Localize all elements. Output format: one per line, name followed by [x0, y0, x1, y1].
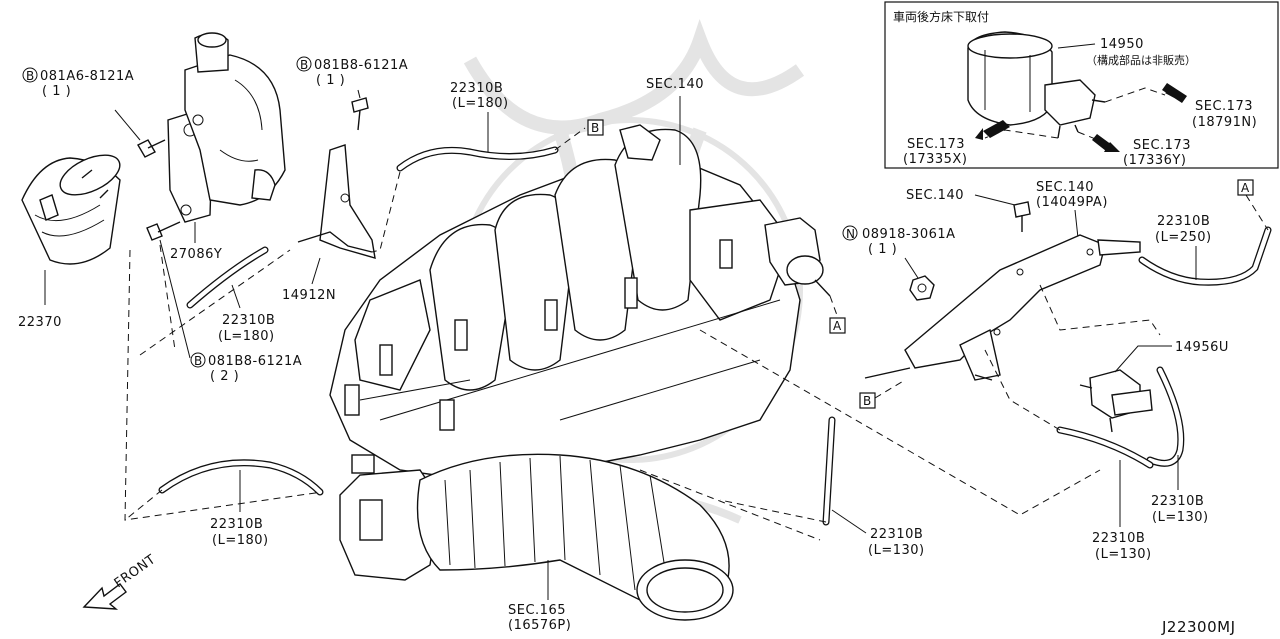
bolt-icon: B [22, 67, 38, 83]
nut-icon: N [842, 225, 858, 241]
nut-prefix-n: N [846, 227, 855, 241]
sec173-a-ref: (18791N) [1192, 115, 1257, 130]
arrow-icon [1092, 134, 1120, 152]
hose-r130b-len: (L=130) [1095, 547, 1152, 562]
sec173-b: SEC.173 [907, 137, 965, 152]
ref-box-a-right [1237, 179, 1254, 196]
hose-right-250 [1138, 226, 1272, 286]
hose-r130b [1056, 426, 1154, 469]
bolt-prefix-b: B [26, 69, 34, 83]
hose-left [186, 246, 269, 309]
canister-14950 [967, 31, 1106, 139]
nut-08918 [909, 275, 935, 301]
sec140-bracket: SEC.140 [1036, 180, 1094, 195]
bolt-081a6-qty: ( 1 ) [42, 84, 71, 99]
hose-right-len: (L=250) [1155, 230, 1212, 245]
hose-r130a [1146, 366, 1185, 467]
sec173-c-ref: (17336Y) [1123, 153, 1186, 168]
sec165-ref: (16576P) [508, 618, 571, 633]
part-27086y: 27086Y [170, 247, 222, 262]
ref-b-right: B [863, 394, 871, 408]
throttle-body [339, 454, 441, 581]
hose-right-part: 22310B [1157, 214, 1210, 229]
inset-title: 車両後方床下取付 [893, 9, 989, 24]
bolt-icon: B [190, 352, 206, 368]
hose-bottom-len: (L=180) [212, 533, 269, 548]
nut-08918-code: 08918-3061A [862, 227, 956, 242]
intake-duct-sec165 [416, 453, 734, 621]
bolt-081b8-1-code: 081B8-6121A [314, 58, 408, 73]
diagram-code: J22300MJ [1161, 618, 1236, 636]
bolt-icon: B [296, 56, 312, 72]
part-14950: 14950 [1100, 37, 1144, 52]
sec140-bracket-ref: (14049PA) [1036, 195, 1108, 210]
inset-panel: 車両後方床下取付 14950 （構成部品は非販売） SEC.173 (18791… [884, 1, 1279, 169]
solenoid-22370 [21, 154, 121, 265]
front-label: FRONT [112, 552, 159, 591]
sec173-b-ref: (17335X) [903, 152, 967, 167]
sec140-bolt: SEC.140 [906, 188, 964, 203]
front-arrow-icon [82, 583, 127, 610]
intake-manifold [329, 124, 801, 481]
hose-bottom [158, 459, 324, 496]
sec165: SEC.165 [508, 603, 566, 618]
hose-top-part: 22310B [450, 81, 503, 96]
hose-mid130-len: (L=130) [868, 543, 925, 558]
hose-top-len: (L=180) [452, 96, 509, 111]
solenoid-14956u [1079, 369, 1153, 433]
bolt-081b8-2-code: 081B8-6121A [208, 354, 302, 369]
nut-08918-qty: ( 1 ) [868, 242, 897, 257]
ref-b-top: B [591, 121, 599, 135]
ref-box-b-right [859, 392, 876, 409]
hose-r130a-part: 22310B [1151, 494, 1204, 509]
bolt-081a6-code: 081A6-8121A [40, 69, 134, 84]
arrow-icon [975, 120, 1010, 140]
arrow-icon [1162, 83, 1187, 103]
hose-left-len: (L=180) [218, 329, 275, 344]
bracket-14912n [297, 144, 376, 259]
bracket-14049pa [864, 234, 1141, 381]
ref-a-mid: A [833, 319, 842, 333]
part-14912n: 14912N [282, 288, 336, 303]
sec173-a: SEC.173 [1195, 99, 1253, 114]
ref-box-a-mid [829, 317, 846, 334]
hose-mid-130 [822, 416, 836, 526]
bolt-081b8-2-qty: ( 2 ) [210, 369, 239, 384]
ref-box-b-top [587, 119, 604, 136]
ref-a-right: A [1241, 181, 1250, 195]
hose-r130a-len: (L=130) [1152, 510, 1209, 525]
bolt-sec140 [1013, 201, 1031, 232]
vacuum-actuator [764, 217, 831, 297]
bolt-081b8-1-qty: ( 1 ) [316, 73, 345, 88]
bolt-prefix-b: B [194, 354, 202, 368]
bolt-081b8-lower [146, 221, 181, 241]
hose-top [396, 146, 559, 172]
part-22370: 22370 [18, 315, 62, 330]
hose-mid130-part: 22310B [870, 527, 923, 542]
valve-body-27086y [184, 32, 286, 206]
hose-bottom-part: 22310B [210, 517, 263, 532]
bolt-prefix-b: B [300, 58, 308, 72]
sec173-c: SEC.173 [1133, 138, 1191, 153]
hose-left-part: 22310B [222, 313, 275, 328]
part-14950-note: （構成部品は非販売） [1086, 53, 1196, 67]
bolt-081b8-top [351, 97, 369, 131]
sec140-top: SEC.140 [646, 77, 704, 92]
part-14956u: 14956U [1175, 340, 1229, 355]
bolt-081a6 [137, 139, 166, 158]
hose-r130b-part: 22310B [1092, 531, 1145, 546]
